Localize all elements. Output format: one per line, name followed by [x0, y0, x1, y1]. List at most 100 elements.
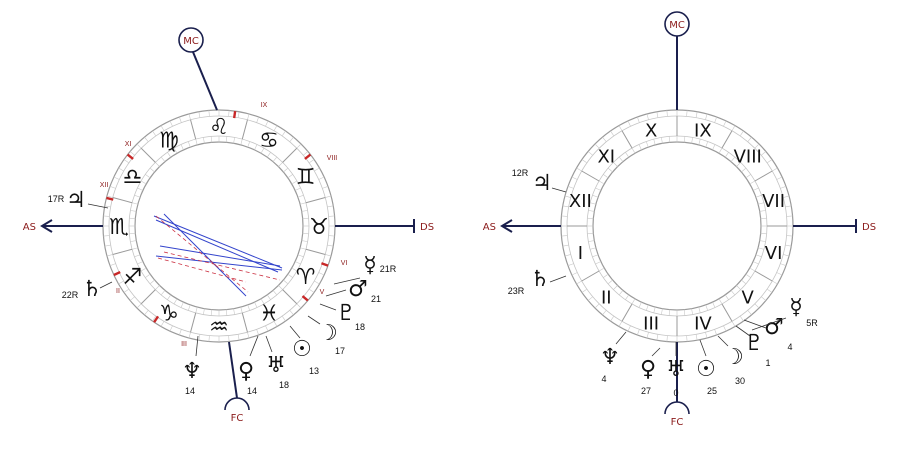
right-moon-icon: ☽ [724, 345, 744, 370]
right-venus-degree: 27 [641, 386, 651, 396]
left-degree-tick [327, 205, 334, 208]
left-degree-tick [203, 308, 205, 315]
right-degree-tick [739, 315, 744, 322]
left-degree-tick [314, 167, 320, 172]
left-degree-tick [129, 296, 135, 301]
left-scorpio-icon: ♏ [109, 215, 129, 240]
right-degree-tick [594, 143, 600, 149]
left-degree-tick [228, 335, 230, 342]
left-degree-tick [281, 315, 286, 322]
left-degree-tick [136, 143, 142, 149]
right-degree-tick [587, 296, 593, 301]
right-degree-tick [602, 136, 607, 142]
right-degree-tick [610, 315, 615, 322]
left-divider [112, 248, 133, 255]
left-degree-tick [300, 202, 307, 205]
left-degree-tick [303, 151, 309, 156]
right-uranus-degree: 0 [673, 388, 678, 398]
right-degree-tick [761, 151, 767, 156]
right-degree-tick [562, 244, 569, 247]
left-house-label-11: XI [125, 141, 132, 148]
right-divider [721, 303, 733, 322]
right-degree-tick [759, 210, 766, 212]
left-aspect-line-red [163, 251, 281, 281]
left-degree-tick [256, 329, 259, 336]
right-degree-tick [562, 205, 569, 208]
right-house-viii: VIII [734, 146, 762, 167]
left-saturn-pointer [99, 281, 113, 289]
left-degree-tick [155, 285, 160, 290]
right-degree-tick [618, 321, 623, 327]
right-degree-tick [761, 296, 767, 301]
right-sun-icon: ☉ [696, 357, 716, 382]
left-divider [190, 119, 197, 140]
right-degree-tick [724, 294, 729, 300]
left-degree-tick [160, 290, 166, 296]
right-degree-tick [646, 332, 649, 339]
right-mc-circle [664, 11, 690, 37]
right-degree-tick [760, 217, 767, 219]
right-degree-tick [731, 321, 736, 327]
left-degree-tick [155, 162, 160, 167]
right-house-xii: XII [569, 191, 592, 212]
right-degree-tick [571, 272, 578, 276]
left-degree-tick [152, 315, 157, 322]
left-degree-tick [322, 186, 329, 189]
right-degree-tick [714, 329, 717, 336]
right-degree-tick [759, 240, 766, 242]
right-degree-tick [741, 167, 747, 173]
right-saturn-icon: ♄ [530, 267, 550, 292]
right-mars-pointer [743, 319, 767, 329]
right-jupiter-pointer [551, 187, 567, 193]
right-degree-tick [587, 233, 594, 235]
left-aspect-line-blue [159, 245, 281, 267]
left-degree-tick [226, 309, 228, 316]
left-fc-arc [224, 397, 250, 411]
left-aspect-line-blue [155, 219, 279, 273]
right-degree-tick [661, 137, 663, 144]
right-degree-tick [755, 194, 762, 198]
left-degree-tick [149, 279, 155, 285]
right-degree-tick [588, 210, 595, 212]
left-degree-tick [109, 263, 116, 266]
right-divider [581, 270, 600, 282]
left-degree-tick [273, 321, 278, 327]
right-degree-tick [776, 176, 783, 180]
right-house-vii: VII [762, 191, 785, 212]
right-saturn-pointer [549, 275, 567, 283]
right-degree-tick [595, 187, 601, 191]
right-degree-tick [724, 152, 729, 158]
right-divider [581, 170, 600, 182]
left-degree-tick [134, 194, 141, 198]
left-degree-tick [180, 302, 184, 308]
left-degree-tick [187, 304, 191, 311]
left-degree-tick [289, 136, 294, 142]
left-degree-tick [287, 273, 293, 278]
left-desc-label: DS [420, 222, 434, 233]
left-degree-tick [291, 267, 298, 272]
left-divider [305, 248, 326, 255]
left-aquarius-icon: ♒ [209, 315, 229, 340]
left-house-label-2: II [116, 288, 120, 295]
left-degree-tick [187, 141, 191, 148]
right-degree-tick [613, 285, 618, 290]
right-degree-tick [637, 116, 640, 123]
left-degree-tick [300, 247, 307, 250]
left-mc-line [192, 51, 218, 111]
right-asc-arrow [500, 219, 513, 233]
right-house-i: I [578, 243, 583, 264]
right-degree-tick [747, 310, 752, 316]
left-house-cusp-mark [113, 270, 121, 277]
right-degree-tick [603, 273, 609, 278]
left-pluto-pointer [319, 303, 337, 311]
right-degree-tick [684, 309, 686, 316]
right-degree-tick [753, 261, 759, 265]
left-degree-tick [247, 113, 250, 120]
left-degree-tick [134, 254, 141, 258]
left-degree-tick [272, 156, 278, 162]
right-degree-tick [607, 279, 613, 285]
left-degree-tick [260, 147, 265, 154]
right-degree-tick [705, 332, 708, 339]
right-degree-tick [772, 167, 778, 172]
right-degree-tick [598, 267, 605, 272]
